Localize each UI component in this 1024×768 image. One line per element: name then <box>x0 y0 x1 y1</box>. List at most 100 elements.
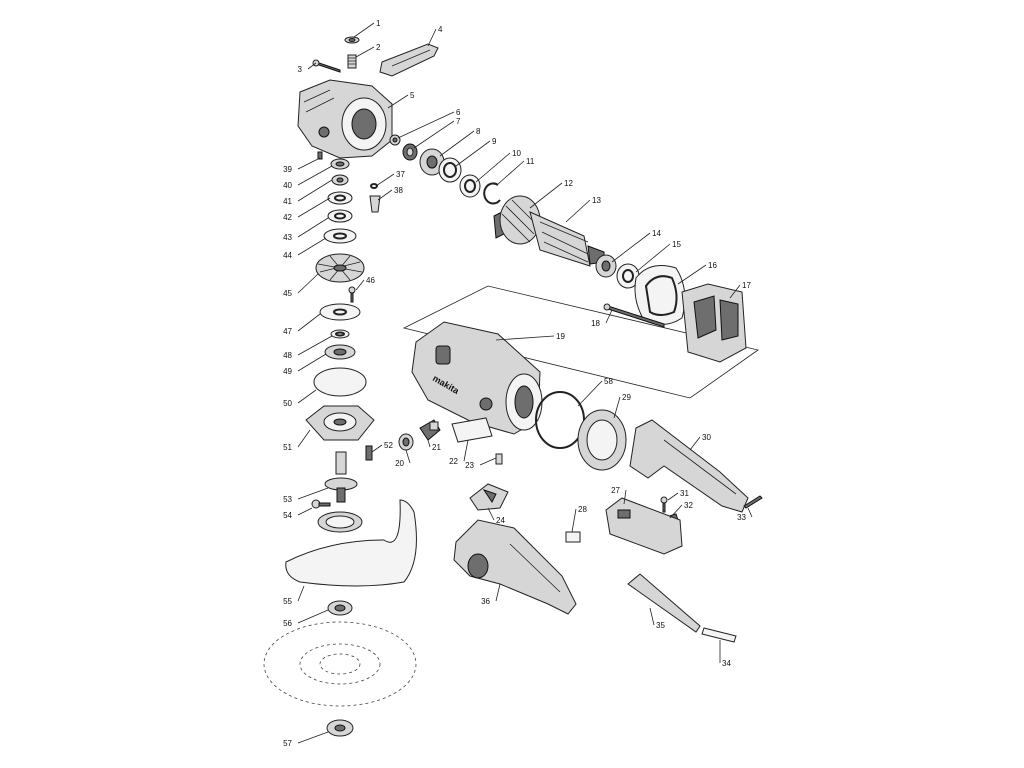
callout-number-5: 5 <box>410 91 415 100</box>
part-ring-9 <box>438 157 462 183</box>
callout-number-52: 52 <box>384 441 393 450</box>
part-screw-31 <box>660 496 668 513</box>
leader-line-7 <box>413 120 455 149</box>
part-field-17 <box>681 283 747 363</box>
leader-line-10 <box>475 152 511 183</box>
leader-line-21 <box>427 439 431 448</box>
part-cord-34 <box>701 627 737 643</box>
leader-line-12 <box>529 182 563 209</box>
leader-line-11 <box>497 160 525 185</box>
part-spring-2 <box>347 54 357 69</box>
callout-number-19: 19 <box>556 332 565 341</box>
part-switch-27 <box>605 497 683 555</box>
callout-number-7: 7 <box>456 117 461 126</box>
leader-line-6 <box>397 111 455 139</box>
leader-line-38 <box>377 189 393 201</box>
leader-line-15 <box>635 243 671 273</box>
part-washer-44 <box>323 228 357 244</box>
callout-number-9: 9 <box>492 137 497 146</box>
part-screw-54 <box>311 499 331 509</box>
leader-line-48 <box>297 335 333 356</box>
part-circlip-11 <box>483 182 501 205</box>
callout-number-11: 11 <box>526 157 535 166</box>
callout-number-32: 32 <box>684 501 693 510</box>
part-ring-58 <box>535 391 585 449</box>
leader-line-33 <box>747 507 753 518</box>
part-ring-37 <box>370 183 378 189</box>
leader-line-57 <box>297 731 329 744</box>
part-washer-43 <box>327 209 353 223</box>
leader-line-18 <box>605 309 613 324</box>
callout-number-23: 23 <box>465 461 474 470</box>
leader-line-3 <box>307 62 317 70</box>
callout-number-43: 43 <box>283 233 292 242</box>
part-block-28 <box>565 531 581 543</box>
callout-number-37: 37 <box>396 170 405 179</box>
leader-line-23 <box>479 457 497 466</box>
callout-number-45: 45 <box>283 289 292 298</box>
leader-line-35 <box>649 607 655 626</box>
part-screw-52 <box>365 445 373 461</box>
callout-number-51: 51 <box>283 443 292 452</box>
grinding-wheel-outline <box>263 621 417 707</box>
leader-line-51 <box>297 429 311 448</box>
callout-number-49: 49 <box>283 367 292 376</box>
part-wheel-guard-55 <box>285 499 417 587</box>
part-rear-cover-36 <box>453 519 577 615</box>
part-cord-guard-35 <box>627 573 701 633</box>
leader-line-56 <box>297 609 329 624</box>
callout-number-15: 15 <box>672 240 681 249</box>
leader-line-39 <box>297 157 321 170</box>
leader-line-50 <box>297 389 317 404</box>
callout-number-8: 8 <box>476 127 481 136</box>
part-baffle-16 <box>634 265 686 325</box>
leader-line-45 <box>297 273 319 294</box>
callout-number-53: 53 <box>283 495 292 504</box>
callout-number-54: 54 <box>283 511 292 520</box>
part-cap-20 <box>398 433 414 451</box>
callout-number-50: 50 <box>283 399 292 408</box>
callout-number-29: 29 <box>622 393 631 402</box>
callout-number-20: 20 <box>395 459 404 468</box>
leader-line-1 <box>353 22 375 38</box>
leader-line-37 <box>375 173 395 187</box>
callout-number-55: 55 <box>283 597 292 606</box>
callout-number-4: 4 <box>438 25 443 34</box>
leader-line-2 <box>355 46 375 58</box>
part-spindle-53 <box>324 451 358 503</box>
leader-line-43 <box>297 217 329 238</box>
part-bearing-49 <box>324 344 356 360</box>
callout-number-38: 38 <box>394 186 403 195</box>
callout-number-44: 44 <box>283 251 292 260</box>
callout-number-35: 35 <box>656 621 665 630</box>
leader-line-20 <box>405 449 411 464</box>
callout-number-2: 2 <box>376 43 381 52</box>
leader-line-53 <box>297 487 329 500</box>
callout-number-46: 46 <box>366 276 375 285</box>
part-clamp-24 <box>469 483 509 511</box>
part-lever-4 <box>379 43 439 77</box>
leader-line-13 <box>565 199 591 223</box>
part-brush-holder-21 <box>419 419 441 441</box>
part-screw-3 <box>312 59 341 73</box>
leader-line-47 <box>297 313 321 332</box>
leader-line-58 <box>577 380 603 407</box>
part-washer-48 <box>330 329 350 339</box>
part-washer-42 <box>327 191 353 205</box>
leader-line-32 <box>669 504 683 519</box>
callout-number-12: 12 <box>564 179 573 188</box>
callout-number-17: 17 <box>742 281 751 290</box>
callout-number-1: 1 <box>376 19 381 28</box>
leader-line-46 <box>355 279 365 291</box>
leader-line-52 <box>371 444 383 453</box>
part-screw-23 <box>495 453 503 465</box>
part-inner-flange-56 <box>327 600 353 616</box>
part-motor-housing-19: makita <box>411 321 543 435</box>
leader-line-8 <box>439 130 475 157</box>
leader-line-36 <box>495 583 501 602</box>
part-screw-33 <box>743 495 763 509</box>
leader-line-27 <box>623 489 627 505</box>
callout-number-33: 33 <box>737 513 746 522</box>
part-lock-nut-57 <box>326 719 354 737</box>
